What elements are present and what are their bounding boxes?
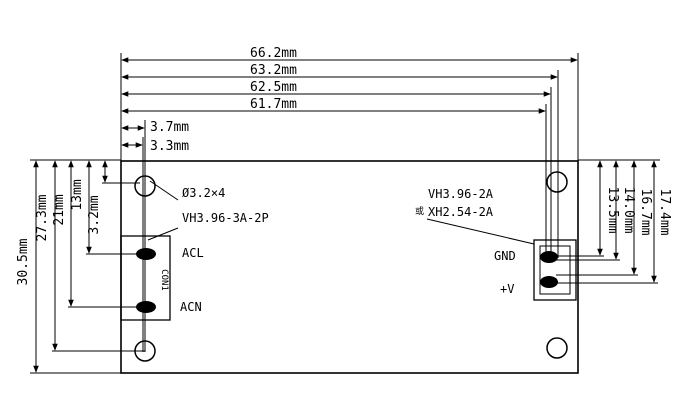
left-connector-label: VH3.96-3A-2P — [182, 211, 269, 225]
right-connector-label-2: XH2.54-2A — [428, 205, 494, 219]
right-dimension-lines — [597, 160, 657, 283]
gnd-pin — [540, 251, 558, 263]
dim-right-1: 13.5mm — [605, 187, 620, 234]
or-prefix-label: 或 — [415, 205, 424, 217]
plus-v-pin — [540, 276, 558, 288]
dim-right-2: 14.0mm — [621, 187, 636, 234]
acn-pin — [136, 301, 156, 313]
plus-v-label: +V — [500, 282, 514, 296]
dim-right-3: 16.7mm — [638, 189, 653, 236]
dim-right-4: 17.4mm — [657, 189, 672, 236]
right-connector-label-1: VH3.96-2A — [428, 187, 494, 201]
acl-label: ACL — [182, 246, 204, 260]
top-dimension-lines — [121, 57, 578, 148]
dim-height-4: 13mm — [70, 179, 85, 210]
mounting-hole-top-right — [546, 171, 568, 193]
dim-height-3: 21mm — [52, 194, 67, 225]
leader-lines — [147, 180, 535, 245]
acl-pin — [136, 248, 156, 260]
dim-width-4: 61.7mm — [250, 97, 297, 112]
dim-height-5: 3.2mm — [87, 195, 102, 234]
extension-lines — [30, 53, 660, 374]
dim-height-overall: 30.5mm — [16, 238, 31, 285]
dim-height-2: 27.3mm — [35, 194, 50, 241]
dim-width-2: 63.2mm — [250, 63, 297, 78]
acn-label: ACN — [180, 300, 202, 314]
left-dimension-lines — [33, 160, 108, 373]
con1-label: CON1 — [159, 269, 169, 291]
right-connector-body — [533, 239, 577, 301]
dim-hole-x-2: 3.3mm — [150, 139, 189, 154]
dim-width-overall: 66.2mm — [250, 46, 297, 61]
dim-hole-x-1: 3.7mm — [150, 120, 189, 135]
gnd-label: GND — [494, 249, 516, 263]
hole-spec-label: Ø3.2×4 — [182, 186, 225, 200]
mounting-hole-bottom-right — [546, 337, 568, 359]
right-connector-inner — [539, 245, 571, 295]
dim-width-3: 62.5mm — [250, 80, 297, 95]
